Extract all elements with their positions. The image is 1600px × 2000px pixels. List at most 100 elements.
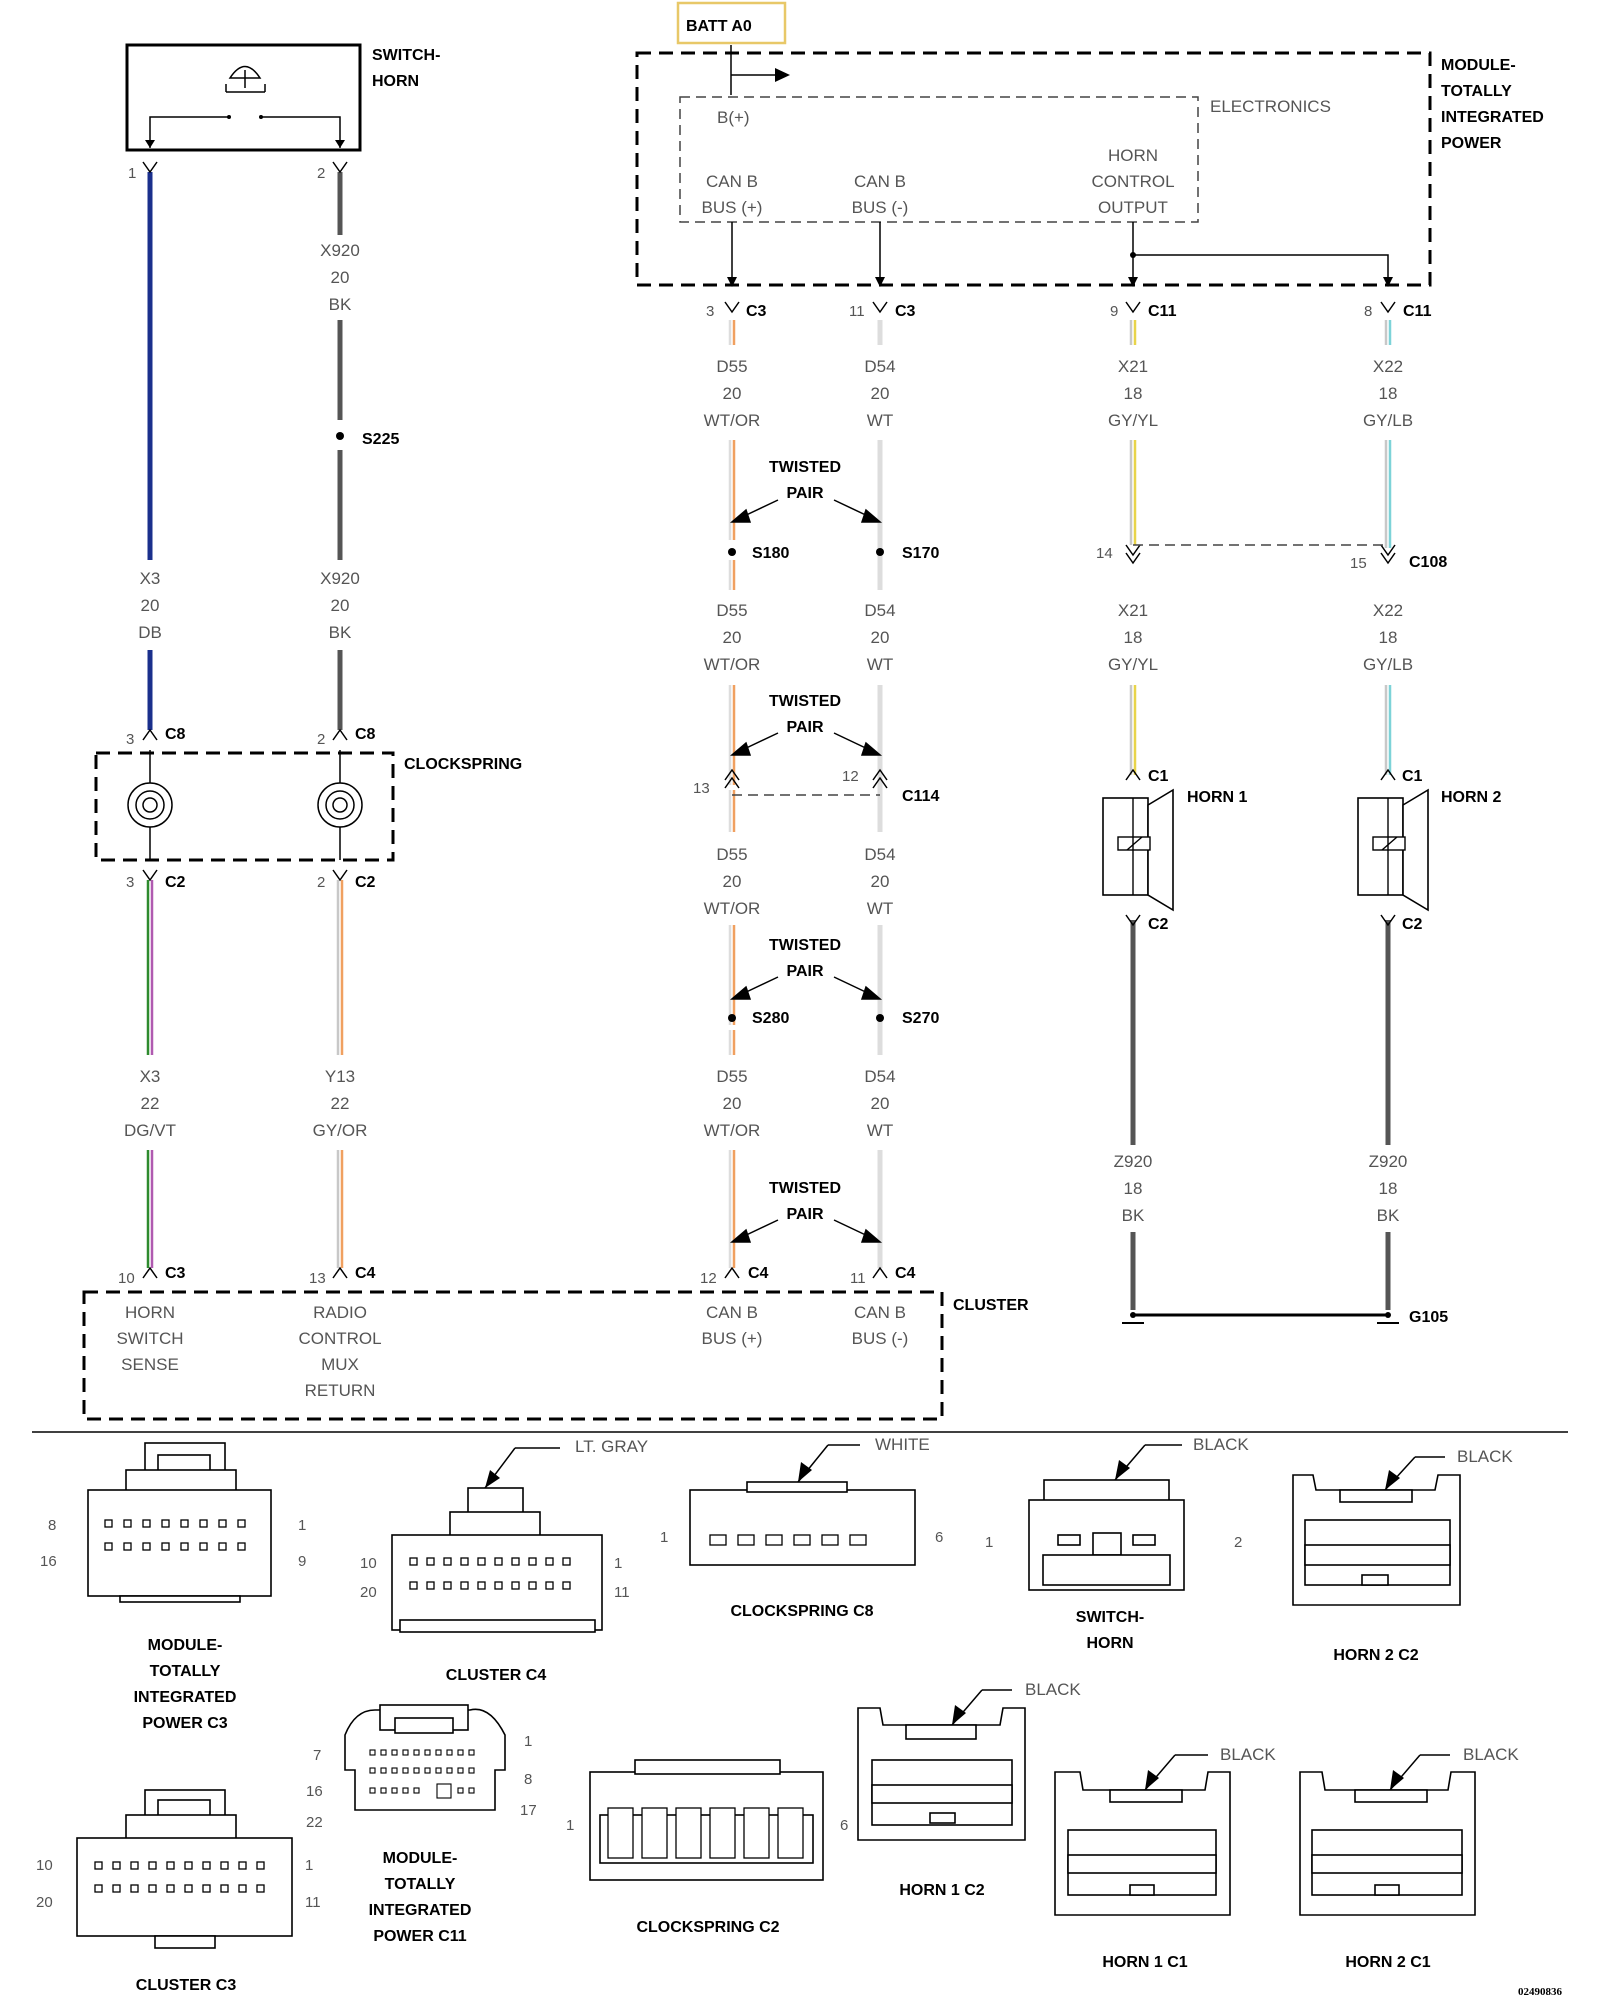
svg-text:10: 10 [360, 1555, 377, 1572]
svg-text:8: 8 [1364, 303, 1372, 320]
svg-text:C114: C114 [902, 788, 939, 805]
svg-text:1: 1 [524, 1733, 532, 1750]
view-cluster-c4-label: CLUSTER C4 [446, 1667, 547, 1684]
svg-text:1: 1 [614, 1555, 622, 1572]
view-cluster-c4: LT. GRAY 10 20 1 11 CLUSTER C4 [360, 1437, 648, 1684]
view-clockspring-c8: WHITE 1 6 CLOCKSPRING C8 [660, 1435, 943, 1620]
svg-text:7: 7 [313, 1747, 321, 1764]
svg-text:C1: C1 [1402, 768, 1423, 785]
wire-x21 [1129, 320, 1137, 775]
clockspring-label: CLOCKSPRING [404, 756, 522, 773]
horn1-label: HORN 1 [1187, 789, 1248, 806]
splice-s170: S170 [902, 545, 939, 562]
svg-text:WHITE: WHITE [875, 1435, 930, 1454]
svg-text:1: 1 [660, 1529, 668, 1546]
svg-text:11: 11 [850, 1270, 866, 1287]
svg-text:BLACK: BLACK [1193, 1435, 1249, 1454]
svg-text:13: 13 [309, 1270, 326, 1287]
svg-text:C2: C2 [1148, 916, 1169, 933]
view-switch-horn: BLACK 1 2 SWITCH-HORN [985, 1435, 1249, 1652]
svg-text:3: 3 [126, 874, 134, 891]
svg-text:20: 20 [360, 1584, 377, 1601]
svg-text:1: 1 [298, 1517, 306, 1534]
horn-1: HORN 1 [1102, 788, 1248, 912]
svg-text:14: 14 [1096, 545, 1113, 562]
svg-text:C1: C1 [1148, 768, 1169, 785]
wire-x22 [1384, 320, 1392, 775]
svg-text:C2: C2 [165, 874, 186, 891]
cluster-c4-pins [409, 1557, 571, 1590]
svg-text:8: 8 [48, 1517, 56, 1534]
svg-text:C3: C3 [895, 303, 916, 320]
view-switch-horn-label: SWITCH-HORN [1076, 1609, 1144, 1652]
svg-text:6: 6 [935, 1529, 943, 1546]
svg-text:C3: C3 [746, 303, 767, 320]
svg-text:11: 11 [849, 303, 865, 320]
svg-text:G105: G105 [1409, 1309, 1448, 1326]
svg-text:1: 1 [985, 1534, 993, 1551]
svg-text:C2: C2 [1402, 916, 1423, 933]
splice-s180: S180 [752, 545, 789, 562]
view-horn1-c2: BLACK HORN 1 C2 [857, 1680, 1081, 1899]
svg-text:C3: C3 [165, 1265, 186, 1282]
svg-text:10: 10 [36, 1857, 53, 1874]
svg-text:6: 6 [840, 1817, 848, 1834]
pin-labels: 1 2 3 C3 11 C3 9 C11 8 C11 14 15 C108 3 … [118, 165, 1448, 1326]
svg-text:C4: C4 [355, 1265, 376, 1282]
view-horn1-c2-label: HORN 1 C2 [899, 1882, 984, 1899]
svg-text:C11: C11 [1403, 303, 1432, 320]
view-clockspring-c8-label: CLOCKSPRING C8 [730, 1603, 873, 1620]
view-horn2-c1: BLACK HORN 2 C1 [1299, 1745, 1519, 1971]
view-horn1-c1-label: HORN 1 C1 [1102, 1954, 1187, 1971]
figure-id: 02490836 [1518, 1986, 1563, 1998]
view-horn2-c2: BLACK HORN 2 C2 [1292, 1447, 1513, 1664]
svg-text:2: 2 [317, 731, 325, 748]
switch-horn-module: SWITCH-HORN [125, 43, 440, 152]
svg-text:1: 1 [566, 1817, 574, 1834]
svg-text:C11: C11 [1148, 303, 1177, 320]
svg-text:C2: C2 [355, 874, 376, 891]
svg-text:13: 13 [693, 780, 710, 797]
svg-text:16: 16 [40, 1553, 57, 1570]
svg-text:BLACK: BLACK [1463, 1745, 1519, 1764]
connector-chevrons [142, 161, 1396, 1279]
svg-text:22: 22 [306, 1814, 323, 1831]
horn-2: HORN 2 [1357, 788, 1502, 912]
svg-text:8: 8 [524, 1771, 532, 1788]
view-clockspring-c2: 1 6 CLOCKSPRING C2 [566, 1759, 848, 1936]
svg-text:C108: C108 [1409, 554, 1447, 571]
view-horn2-c1-label: HORN 2 C1 [1345, 1954, 1430, 1971]
svg-text:11: 11 [305, 1894, 321, 1911]
svg-text:1: 1 [305, 1857, 313, 1874]
svg-text:11: 11 [614, 1584, 630, 1601]
svg-text:C4: C4 [748, 1265, 769, 1282]
svg-text:2: 2 [317, 165, 325, 182]
svg-text:C4: C4 [895, 1265, 916, 1282]
clockspring-c8-pins [709, 1534, 867, 1546]
electronics-label: ELECTRONICS [1210, 97, 1331, 116]
